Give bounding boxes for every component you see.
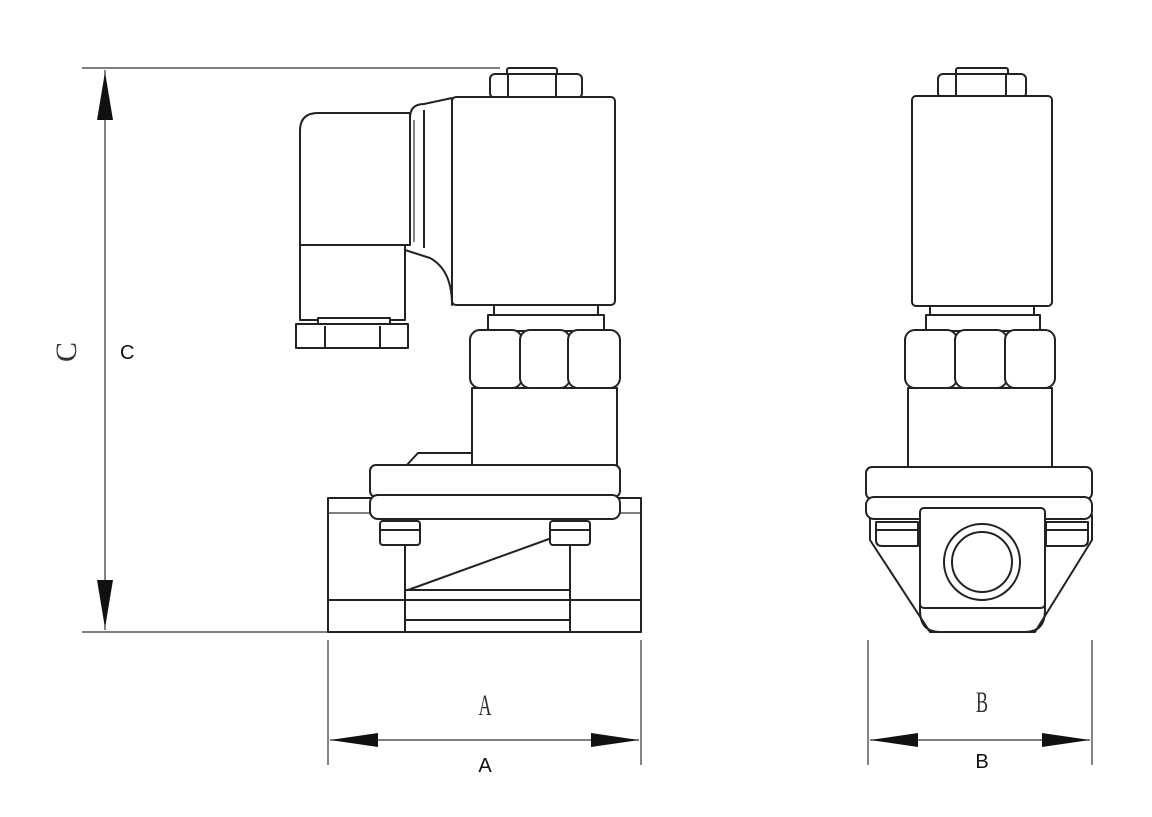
flange-bolt-right: [549, 520, 591, 546]
valve-side-view: [295, 67, 642, 633]
dimension-b-drawing-label: B: [976, 687, 988, 720]
connector-interface: [404, 97, 453, 306]
valve-seat-diagonal: [407, 534, 561, 591]
hex-nut-front: [904, 329, 1056, 389]
dimension-a-label: A: [478, 755, 492, 777]
dimension-b-arrow-right: [1042, 733, 1090, 747]
solenoid-coil-front: [911, 95, 1053, 307]
hex-nut-side: [469, 329, 621, 389]
front-bolt-left: [875, 521, 919, 547]
coil-neck-side: [487, 314, 605, 332]
top-nut-front: [937, 67, 1027, 99]
coil-neck-front: [925, 314, 1041, 332]
connector-housing: [299, 112, 411, 246]
dimension-c: C C: [50, 67, 500, 633]
connector-lower-body: [299, 244, 406, 321]
cable-gland: [295, 323, 409, 349]
dimension-a: A A: [327, 640, 642, 777]
dimension-b: B B: [867, 640, 1093, 773]
front-bolt-right: [1045, 521, 1089, 547]
inlet-port-inner: [951, 531, 1013, 593]
top-nut-side: [489, 67, 583, 99]
dimension-c-label: C: [120, 342, 134, 364]
dimension-c-arrow-top: [97, 72, 113, 120]
dimension-c-arrow-bottom: [97, 580, 113, 628]
solenoid-coil-side: [451, 96, 616, 306]
dimension-b-arrow-left: [870, 733, 918, 747]
valve-front-view: [865, 67, 1093, 633]
flange-bolt-left: [379, 520, 421, 546]
dimension-c-drawing-label: C: [50, 342, 83, 362]
dimension-b-label: B: [975, 751, 988, 773]
dimension-a-arrow-right: [591, 733, 639, 747]
bonnet-flange-side: [369, 464, 621, 520]
armature-tube-side: [471, 387, 618, 469]
dimension-a-drawing-label: A: [479, 690, 492, 723]
connector-plug: [295, 97, 453, 349]
armature-tube-front: [907, 387, 1053, 469]
dimension-a-arrow-left: [330, 733, 378, 747]
